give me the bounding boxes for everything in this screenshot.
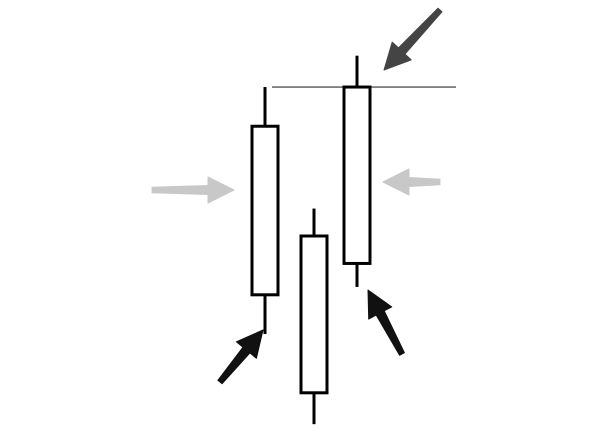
arrow-gray-left [151, 176, 235, 204]
arrow-black-bottom-right [367, 289, 405, 356]
candle-1-body [250, 124, 280, 297]
arrow-black-bottom-left [217, 329, 264, 385]
candle-3-body [342, 85, 372, 265]
arrow-dark-top [383, 7, 443, 71]
candle-3 [342, 55, 372, 287]
arrows-layer [151, 7, 443, 385]
candle-1 [250, 87, 280, 334]
arrow-gray-right [382, 168, 441, 196]
candle-2 [299, 208, 329, 425]
candle-2-body [299, 234, 329, 395]
candles-layer [250, 55, 372, 425]
